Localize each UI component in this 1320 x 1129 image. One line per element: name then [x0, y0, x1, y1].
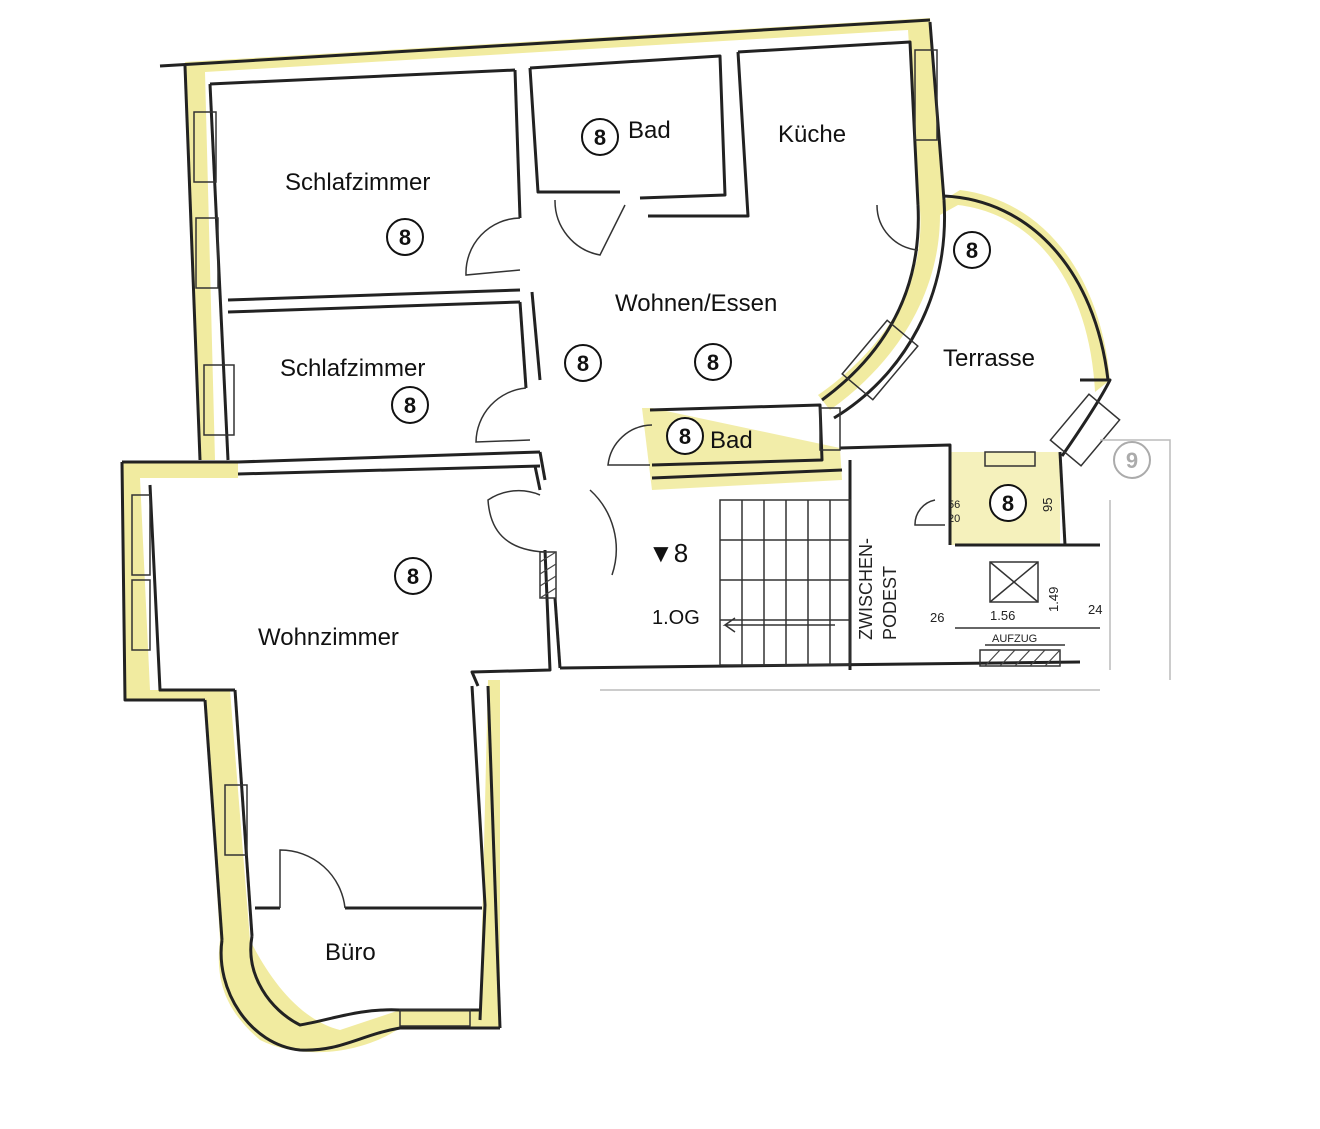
neighbor-outline [600, 439, 1171, 691]
room-label-bad-1: Bad [628, 117, 671, 144]
svg-text:8: 8 [404, 393, 416, 418]
room-number-marker: 8 [386, 218, 424, 256]
room-number-marker: 8 [666, 417, 704, 455]
svg-text:1.49: 1.49 [1046, 587, 1061, 612]
door-swings [465, 199, 945, 576]
dimension-e: 20 [948, 513, 960, 525]
room-label-terrasse: Terrasse [943, 345, 1035, 372]
room-number-marker: 8 [694, 343, 732, 381]
dimension-elevator-width: 1.56 [990, 608, 1015, 623]
room-number-marker: 8 [953, 231, 991, 269]
room-number-marker: 8 [394, 557, 432, 595]
dimension-c: 95 [1040, 498, 1055, 512]
room-number-marker: 8 [564, 344, 602, 382]
svg-text:8: 8 [399, 225, 411, 250]
room-label-schlafzimmer-2: Schlafzimmer [280, 355, 425, 382]
svg-text:8: 8 [1002, 491, 1014, 516]
svg-text:PODEST: PODEST [880, 566, 900, 640]
dimension-d: 56 [948, 499, 960, 511]
neighbor-number-marker: 9 [1113, 441, 1151, 479]
room-label-wohnen-essen: Wohnen/Essen [615, 290, 777, 317]
floor-level-marker: ▼8 [648, 538, 688, 568]
dimension-a: 26 [930, 610, 944, 625]
staircase [719, 499, 851, 666]
svg-text:8: 8 [407, 564, 419, 589]
svg-text:8: 8 [966, 238, 978, 263]
elevator-shaft [955, 561, 1100, 646]
room-number-marker: 8 [989, 484, 1027, 522]
hatched-column [539, 551, 1061, 667]
svg-text:9: 9 [1126, 448, 1138, 473]
room-label-buero: Büro [325, 939, 376, 966]
room-label-wohnzimmer: Wohnzimmer [258, 624, 399, 651]
svg-text:8: 8 [577, 351, 589, 376]
landing-label: ZWISCHEN- PODEST [856, 538, 900, 640]
svg-text:95: 95 [1040, 498, 1055, 512]
room-number-marker: 8 [391, 386, 429, 424]
exterior-wall-highlight [122, 18, 1110, 1053]
elevator-label: AUFZUG [992, 633, 1037, 645]
dimension-b: 24 [1088, 602, 1102, 617]
svg-text:8: 8 [679, 424, 691, 449]
room-label-schlafzimmer-1: Schlafzimmer [285, 169, 430, 196]
room-number-marker: 8 [581, 118, 619, 156]
windows [131, 49, 1121, 1027]
svg-text:ZWISCHEN-: ZWISCHEN- [856, 538, 876, 640]
dimension-elevator-height: 1.49 [1046, 587, 1061, 612]
svg-text:8: 8 [594, 125, 606, 150]
floor-name: 1.OG [652, 607, 700, 629]
room-label-bad-2: Bad [710, 427, 753, 454]
room-label-kueche: Küche [778, 121, 846, 148]
svg-text:8: 8 [707, 350, 719, 375]
